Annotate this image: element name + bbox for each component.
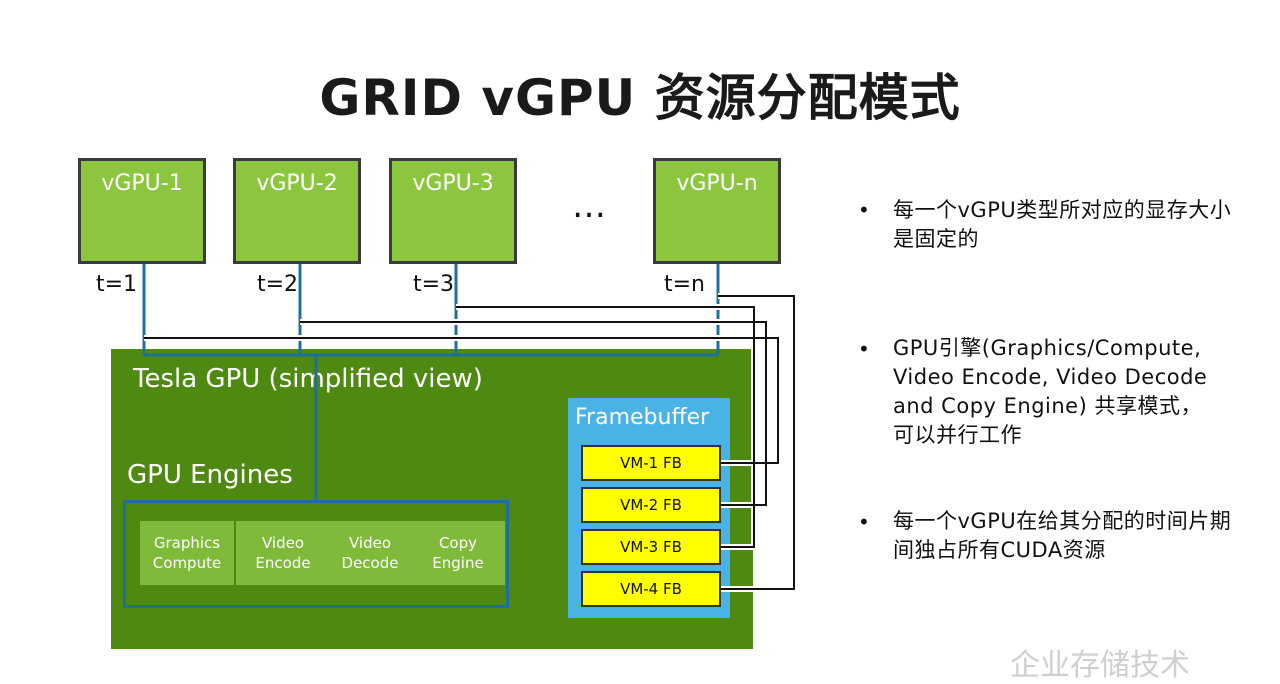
vgpu-box-1: vGPU-1 xyxy=(78,158,206,264)
engine-bus xyxy=(142,264,720,500)
fb-vm-1: VM-1 FB xyxy=(581,445,721,481)
fb-vm-2: VM-2 FB xyxy=(581,487,721,523)
bullet-text-3: 每一个vGPU在给其分配的时间片期间独占所有CUDA资源 xyxy=(893,509,1232,562)
page-title: GRID vGPU 资源分配模式 xyxy=(319,69,961,127)
bullet-marker: • xyxy=(858,337,870,361)
framebuffer-title: Framebuffer xyxy=(575,405,710,430)
vgpu-box-2: vGPU-2 xyxy=(233,158,361,264)
engine-label: Copy Engine xyxy=(432,534,484,572)
fb-vm-3: VM-3 FB xyxy=(581,529,721,565)
gpu-engines-title: GPU Engines xyxy=(127,460,293,490)
time-label-n: t=n xyxy=(664,272,706,297)
vgpu-box-3: vGPU-3 xyxy=(389,158,517,264)
engine-video-encode: Video Encode xyxy=(236,521,330,585)
engine-label: Graphics Compute xyxy=(152,534,222,572)
bullet-marker: • xyxy=(858,198,870,222)
bullet-text-2: GPU引擎(Graphics/Compute, Video Encode, Vi… xyxy=(893,336,1208,447)
bullet-text-1: 每一个vGPU类型所对应的显存大小是固定的 xyxy=(893,198,1232,251)
time-label-1: t=1 xyxy=(96,272,138,297)
engine-copy: Copy Engine xyxy=(411,521,505,585)
watermark: 企业存储技术 xyxy=(1010,648,1190,683)
wire-vgpu-2-fb xyxy=(300,321,767,506)
engine-graphics-compute: Graphics Compute xyxy=(140,521,234,585)
connection-wires xyxy=(142,264,797,592)
fb-wires xyxy=(144,295,795,590)
wire-vgpu-3-fb xyxy=(456,306,755,548)
time-label-2: t=2 xyxy=(257,272,299,297)
vgpu-box-n: vGPU-n xyxy=(653,158,781,264)
gpu-engines-frame xyxy=(123,500,509,608)
halo-vgpu-1 xyxy=(144,335,781,466)
fb-vm-4: VM-4 FB xyxy=(581,571,721,607)
fb-wire-halo xyxy=(144,293,797,592)
wire-vgpu-n-fb xyxy=(718,295,795,590)
wire-vgpu-1-fb xyxy=(144,337,779,464)
engine-label: Video Encode xyxy=(255,534,311,572)
tesla-gpu-title: Tesla GPU (simplified view) xyxy=(133,364,483,394)
engine-label: Video Decode xyxy=(341,534,399,572)
halo-vgpu-3 xyxy=(456,304,757,550)
ellipsis: … xyxy=(572,186,609,226)
bullet-marker: • xyxy=(858,510,870,534)
time-label-3: t=3 xyxy=(413,272,455,297)
halo-vgpu-2 xyxy=(300,319,769,508)
engine-video-decode: Video Decode xyxy=(323,521,417,585)
